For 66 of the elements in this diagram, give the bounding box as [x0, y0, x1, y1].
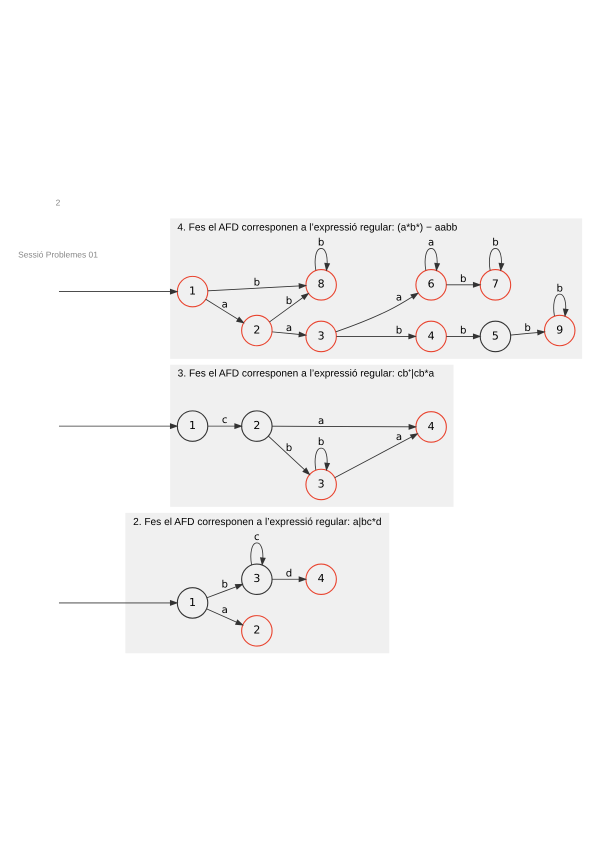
edge-label: b — [556, 283, 563, 294]
arrow — [58, 423, 178, 430]
arrow — [58, 600, 178, 606]
arrow — [208, 283, 308, 292]
node-circle: 5 — [480, 320, 512, 352]
node-circle: 4 — [415, 320, 447, 352]
edge-label: a — [428, 238, 434, 249]
arrow — [206, 608, 244, 626]
arrow — [446, 282, 482, 288]
node-circle: 7 — [480, 269, 512, 301]
arrow — [446, 333, 482, 340]
arrow — [272, 424, 418, 430]
edge-label: d — [286, 568, 292, 580]
arrow — [269, 292, 310, 322]
edge-label: b — [460, 326, 466, 337]
node-circle: 1 — [176, 276, 208, 308]
edge-label: a — [286, 323, 292, 334]
edge-label: a — [318, 416, 324, 428]
arrow — [553, 294, 569, 318]
edge-label: b — [286, 296, 292, 307]
node-circle: 3 — [241, 563, 273, 596]
arrow — [314, 248, 330, 272]
arrow — [424, 248, 440, 272]
arrow — [272, 576, 308, 582]
label: 2 — [56, 198, 60, 208]
edge-label: b — [524, 323, 531, 334]
edge-label: b — [460, 274, 466, 285]
edge-label: b — [254, 277, 260, 288]
edge-label: b — [492, 238, 499, 249]
node-circle: 3 — [305, 468, 337, 500]
node-circle: 1 — [176, 410, 208, 442]
edge-label: a — [396, 292, 402, 304]
arrow — [336, 333, 417, 340]
node-circle: 2 — [241, 410, 273, 442]
arrow — [205, 298, 245, 324]
edge-label: b — [318, 437, 324, 448]
edge-label: a — [222, 299, 228, 310]
label: Sessió Problemes 01 — [18, 249, 98, 260]
arrow — [250, 542, 266, 566]
edge-label: c — [254, 532, 260, 543]
node-circle: 4 — [305, 563, 337, 596]
arrow — [314, 448, 330, 472]
node-circle: 2 — [241, 615, 273, 647]
node-circle: 6 — [415, 269, 447, 301]
edge-label: a — [396, 432, 402, 444]
arrow — [335, 292, 419, 332]
edge-label: c — [222, 415, 228, 426]
arrow — [488, 248, 504, 272]
edge-label: b — [318, 238, 324, 249]
arrow — [334, 433, 419, 478]
arrow — [206, 584, 244, 598]
edge-label: b — [396, 326, 402, 337]
edge-label: b — [286, 443, 292, 454]
edge-label: b — [221, 579, 228, 590]
node-circle: 9 — [544, 314, 576, 346]
node-circle: 4 — [415, 411, 447, 443]
arrow — [208, 423, 243, 430]
node-circle: 3 — [305, 320, 337, 352]
arrow — [510, 330, 546, 336]
node-circle: 8 — [305, 269, 337, 301]
node-circle: 1 — [176, 587, 208, 619]
edge-label: a — [222, 604, 228, 616]
arrow — [58, 288, 178, 295]
arrow — [268, 436, 310, 476]
node-circle: 2 — [241, 314, 273, 346]
arrow — [272, 331, 308, 338]
